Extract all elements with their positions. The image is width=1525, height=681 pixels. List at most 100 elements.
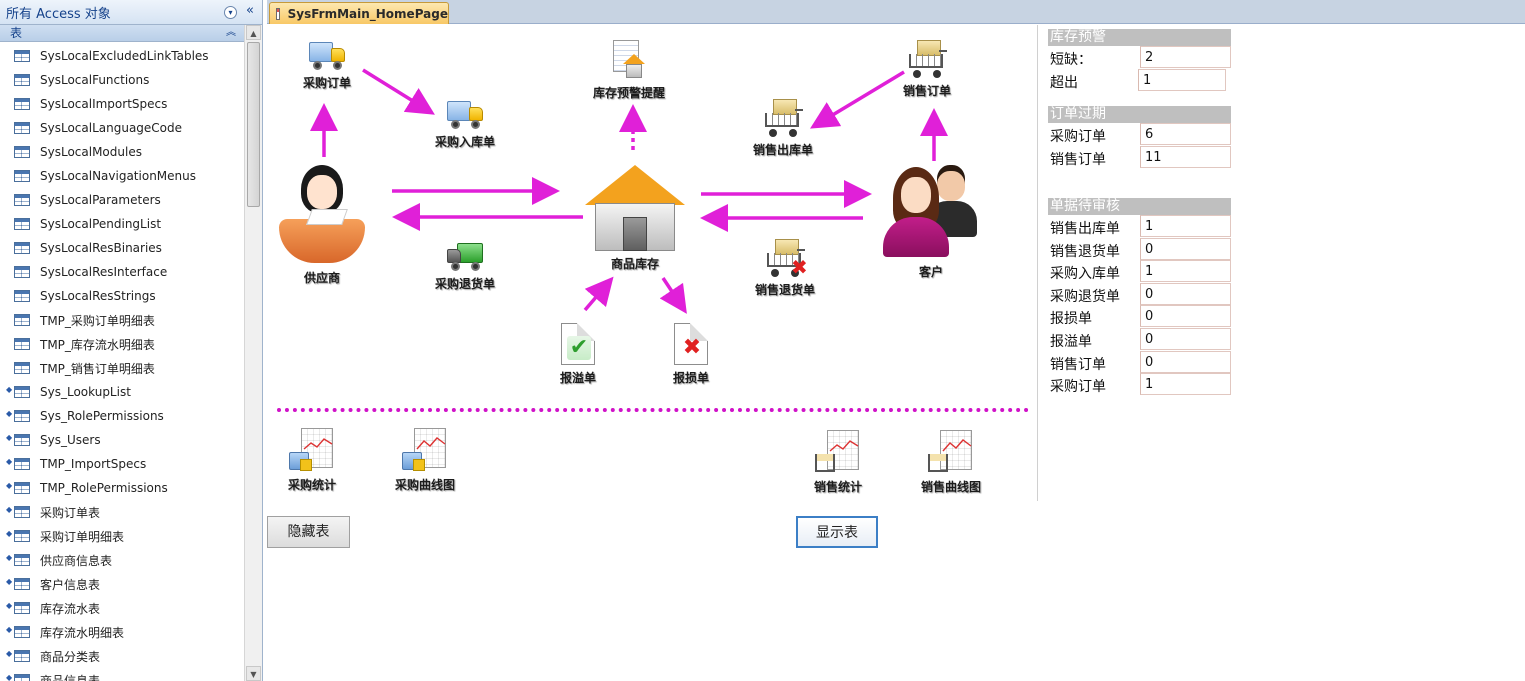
table-icon xyxy=(14,362,30,374)
nav-table-item[interactable]: ◆采购订单表 xyxy=(0,500,244,524)
supplier-node[interactable]: 供应商 xyxy=(279,165,365,286)
nav-table-item[interactable]: SysLocalParameters xyxy=(0,188,244,212)
nav-table-item[interactable]: ◆Sys_Users xyxy=(0,428,244,452)
scroll-up-icon[interactable]: ▲ xyxy=(246,25,261,40)
report-curve-icon xyxy=(400,428,450,472)
purchase-order-node[interactable]: 采购订单 xyxy=(303,42,351,91)
nav-table-label: TMP_ImportSpecs xyxy=(40,457,147,471)
arrow-overflow-to-warehouse xyxy=(583,276,614,312)
scroll-down-icon[interactable]: ▼ xyxy=(246,666,261,681)
purchase-stats-node[interactable]: 采购统计 xyxy=(287,428,337,493)
nav-group-tables[interactable]: 表 ︽ xyxy=(0,25,244,42)
table-icon xyxy=(14,578,30,590)
customer-node[interactable]: 客户 xyxy=(883,167,979,280)
sales-stats-label: 销售统计 xyxy=(813,480,862,494)
linked-table-arrow-icon: ◆ xyxy=(6,553,13,562)
pending-row-value[interactable]: 1 xyxy=(1140,260,1231,283)
nav-table-label: SysLocalResBinaries xyxy=(40,241,162,255)
nav-table-item[interactable]: ◆供应商信息表 xyxy=(0,548,244,572)
nav-table-label: SysLocalParameters xyxy=(40,193,161,207)
loss-node[interactable]: ✖ 报损单 xyxy=(673,323,709,386)
overflow-node[interactable]: ✔ 报溢单 xyxy=(560,323,596,386)
pending-row-value[interactable]: 1 xyxy=(1140,215,1231,237)
sales-curve-node[interactable]: 销售曲线图 xyxy=(921,430,981,495)
nav-table-item[interactable]: TMP_销售订单明细表 xyxy=(0,356,244,380)
purchase-return-node[interactable]: 采购退货单 xyxy=(435,243,495,292)
stock-excess-value[interactable]: 1 xyxy=(1138,68,1226,91)
linked-table-arrow-icon: ◆ xyxy=(6,673,13,681)
sales-outbound-node[interactable]: 销售出库单 xyxy=(753,99,813,158)
show-tables-button[interactable]: 显示表 xyxy=(796,516,878,548)
sales-order-label: 销售订单 xyxy=(903,84,952,98)
nav-table-item[interactable]: SysLocalExcludedLinkTables xyxy=(0,44,244,68)
nav-table-item[interactable]: SysLocalPendingList xyxy=(0,212,244,236)
nav-table-item[interactable]: ◆Sys_RolePermissions xyxy=(0,404,244,428)
customer-icon xyxy=(883,167,979,259)
nav-table-item[interactable]: SysLocalResStrings xyxy=(0,284,244,308)
nav-table-item[interactable]: ◆库存流水表 xyxy=(0,596,244,620)
cart-icon xyxy=(905,40,949,78)
nav-table-item[interactable]: SysLocalNavigationMenus xyxy=(0,164,244,188)
overdue-po-value[interactable]: 6 xyxy=(1140,123,1231,145)
nav-title[interactable]: 所有 Access 对象 xyxy=(6,6,111,22)
table-icon xyxy=(14,602,30,614)
table-icon xyxy=(14,458,30,470)
nav-table-item[interactable]: SysLocalModules xyxy=(0,140,244,164)
nav-table-item[interactable]: ◆商品分类表 xyxy=(0,644,244,668)
nav-table-item[interactable]: ◆采购订单明细表 xyxy=(0,524,244,548)
nav-table-item[interactable]: ◆Sys_LookupList xyxy=(0,380,244,404)
sales-stats-node[interactable]: 销售统计 xyxy=(813,430,863,495)
stock-excess-row: 超出 1 xyxy=(1048,68,1231,92)
nav-table-label: SysLocalFunctions xyxy=(40,73,150,87)
nav-table-item[interactable]: ◆客户信息表 xyxy=(0,572,244,596)
pending-row-value[interactable]: 1 xyxy=(1140,373,1231,396)
nav-table-item[interactable]: SysLocalFunctions xyxy=(0,68,244,92)
chevron-up-icon[interactable]: ︽ xyxy=(226,27,236,38)
overdue-so-row: 销售订单 11 xyxy=(1048,145,1231,169)
nav-table-item[interactable]: TMP_库存流水明细表 xyxy=(0,332,244,356)
nav-table-item[interactable]: SysLocalResInterface xyxy=(0,260,244,284)
nav-table-item[interactable]: ◆商品信息表 xyxy=(0,668,244,681)
nav-table-label: TMP_采购订单明细表 xyxy=(40,313,155,328)
stock-alert-label: 库存预警提醒 xyxy=(593,86,666,100)
pending-row-value[interactable]: 0 xyxy=(1140,327,1231,350)
nav-table-item[interactable]: SysLocalLanguageCode xyxy=(0,116,244,140)
sales-order-node[interactable]: 销售订单 xyxy=(903,40,951,99)
purchase-inbound-node[interactable]: 采购入库单 xyxy=(435,101,495,150)
purchase-curve-label: 采购曲线图 xyxy=(395,478,456,492)
tab-sysfrmmain-homepage[interactable]: SysFrmMain_HomePage xyxy=(269,2,449,24)
nav-table-item[interactable]: SysLocalResBinaries xyxy=(0,236,244,260)
purchase-curve-node[interactable]: 采购曲线图 xyxy=(395,428,455,493)
linked-table-arrow-icon: ◆ xyxy=(6,385,13,394)
report-curve-icon xyxy=(926,430,976,474)
pending-row-value[interactable]: 0 xyxy=(1140,282,1231,305)
nav-table-item[interactable]: ◆TMP_RolePermissions xyxy=(0,476,244,500)
overdue-so-value[interactable]: 11 xyxy=(1140,145,1231,168)
hide-tables-button[interactable]: 隐藏表 xyxy=(267,516,350,548)
stock-alert-node[interactable]: 库存预警提醒 xyxy=(593,40,665,101)
supplier-label: 供应商 xyxy=(303,271,340,285)
green-truck-icon xyxy=(447,243,483,271)
nav-scrollbar[interactable]: ▲ ▼ xyxy=(244,25,262,681)
nav-table-item[interactable]: ◆库存流水明细表 xyxy=(0,620,244,644)
table-icon xyxy=(14,386,30,398)
warehouse-node[interactable]: 商品库存 xyxy=(585,165,685,272)
nav-collapse-icon[interactable]: « xyxy=(246,3,254,18)
pending-row-value[interactable]: 0 xyxy=(1140,237,1231,260)
nav-table-label: SysLocalResInterface xyxy=(40,265,168,279)
pending-row-value[interactable]: 0 xyxy=(1140,350,1231,373)
nav-table-item[interactable]: SysLocalImportSpecs xyxy=(0,92,244,116)
stock-shortage-label: 短缺： xyxy=(1050,52,1092,68)
sales-return-node[interactable]: ✖ 销售退货单 xyxy=(755,239,815,298)
nav-table-item[interactable]: ◆TMP_ImportSpecs xyxy=(0,452,244,476)
nav-dropdown-icon[interactable]: ▾ xyxy=(224,6,237,19)
pending-row-value[interactable]: 0 xyxy=(1140,305,1231,328)
stock-shortage-value[interactable]: 2 xyxy=(1140,46,1231,68)
nav-table-item[interactable]: TMP_采购订单明细表 xyxy=(0,308,244,332)
form-icon xyxy=(276,7,280,20)
scroll-thumb[interactable] xyxy=(247,42,260,207)
nav-header[interactable]: 所有 Access 对象 ▾ « xyxy=(0,0,262,25)
